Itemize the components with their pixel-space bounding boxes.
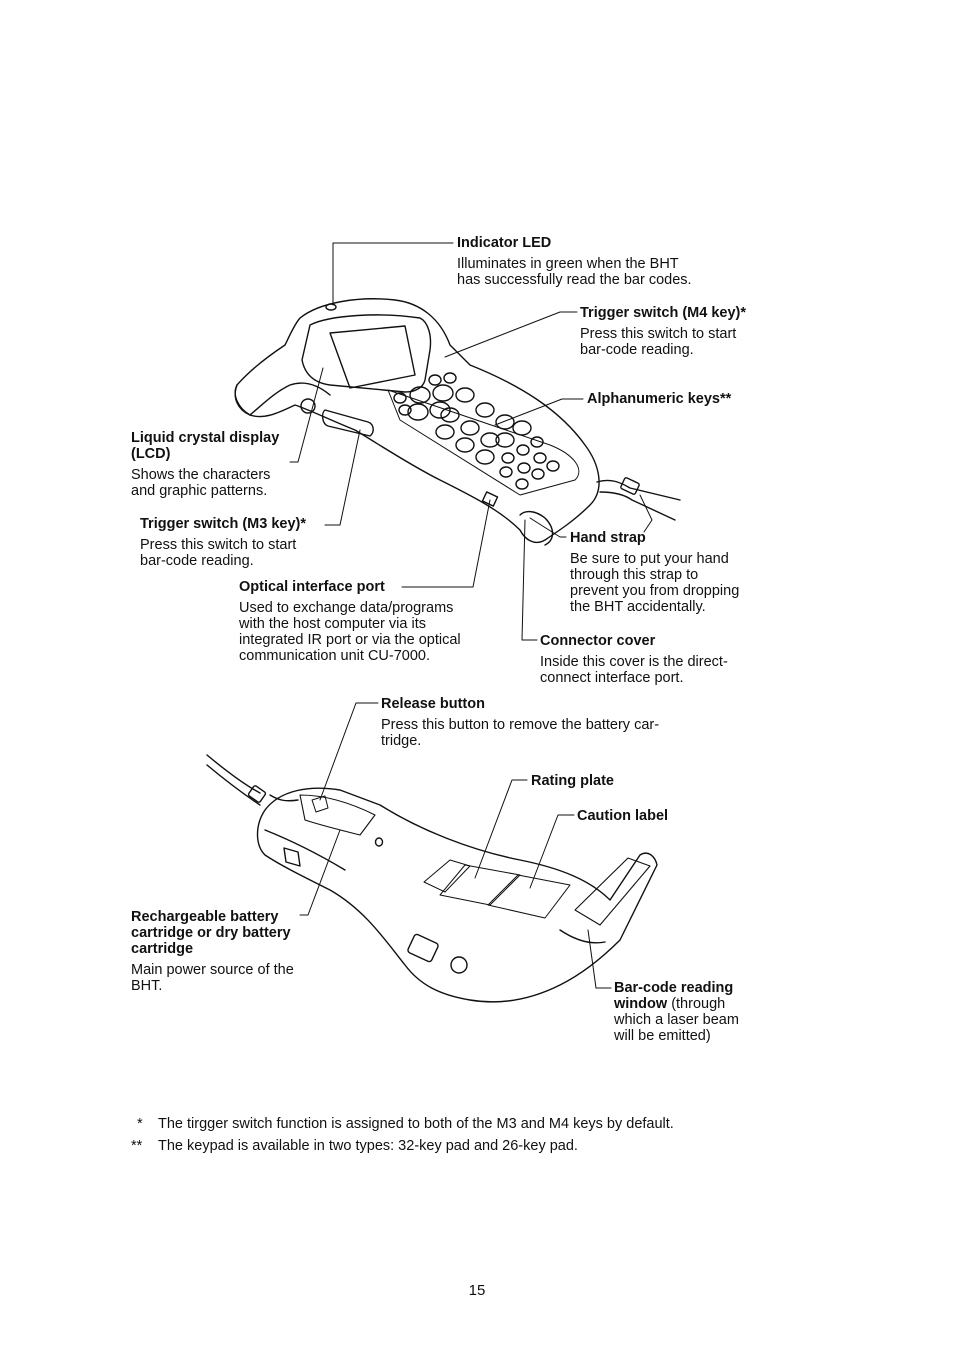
connector-cover-desc: Inside this cover is the direct- connect… [540,654,728,686]
barcode-window-title-b: window [614,996,668,1012]
label-optical-port: Optical interface port Used to exchange … [239,579,461,664]
label-trigger-m4: Trigger switch (M4 key)* Press this swit… [580,305,746,358]
label-hand-strap: Hand strap Be sure to put your hand thro… [570,530,739,615]
footnote-2: ** The keypad is available in two types:… [131,1138,831,1154]
optical-port-title: Optical interface port [239,579,385,595]
battery-title: Rechargeable battery cartridge or dry ba… [131,909,291,957]
connector-cover-title: Connector cover [540,633,656,649]
rating-plate-title: Rating plate [531,773,614,789]
trigger-m3-title: Trigger switch (M3 key)* [140,516,306,532]
bht-front-view [234,298,681,546]
footnote-2-text: The keypad is available in two types: 32… [158,1138,578,1154]
indicator-led-title: Indicator LED [457,235,552,251]
optical-port-desc: Used to exchange data/programs with the … [239,600,461,664]
footnote-1-mark: * [137,1116,143,1132]
release-button-desc: Press this button to remove the battery … [381,717,660,749]
trigger-m4-desc: Press this switch to start bar-code read… [580,326,737,358]
barcode-window-title-a: Bar-code reading [614,980,734,996]
footnote-2-mark: ** [131,1138,143,1154]
battery-desc: Main power source of the BHT. [131,962,294,994]
label-battery: Rechargeable battery cartridge or dry ba… [131,909,294,994]
label-alphanumeric-keys: Alphanumeric keys** [587,391,731,407]
label-indicator-led: Indicator LED Illuminates in green when … [457,235,692,288]
lcd-title: Liquid crystal display (LCD) [131,430,280,462]
footnote-1-text: The tirgger switch function is assigned … [158,1116,674,1132]
label-connector-cover: Connector cover Inside this cover is the… [540,633,728,686]
hand-strap-desc: Be sure to put your hand through this st… [570,551,740,615]
page-number: 15 [468,1282,486,1299]
release-button-title: Release button [381,696,485,712]
label-release-button: Release button Press this button to remo… [381,696,659,749]
footnote-1: * The tirgger switch function is assigne… [131,1116,831,1132]
label-trigger-m3: Trigger switch (M3 key)* Press this swit… [140,516,306,569]
alphanumeric-title: Alphanumeric keys** [587,391,732,407]
trigger-m4-title: Trigger switch (M4 key)* [580,305,746,321]
label-rating-plate: Rating plate [531,773,614,789]
bht-rear-view [206,754,658,1003]
hand-strap-title: Hand strap [570,530,646,546]
label-barcode-window: Bar-code reading window (through which a… [614,980,739,1044]
leader-lines [289,242,653,989]
trigger-m3-desc: Press this switch to start bar-code read… [140,537,297,569]
caution-label-title: Caution label [577,808,669,824]
label-caution-label: Caution label [577,808,668,824]
barcode-window-desc: which a laser beam will be emitted) [614,1012,739,1044]
alphanumeric-keypad [387,372,580,496]
barcode-window-desc-inline: (through [667,996,726,1012]
lcd-desc: Shows the characters and graphic pattern… [131,467,271,499]
indicator-led-desc: Illuminates in green when the BHT has su… [457,256,692,288]
label-lcd: Liquid crystal display (LCD) Shows the c… [131,430,279,499]
